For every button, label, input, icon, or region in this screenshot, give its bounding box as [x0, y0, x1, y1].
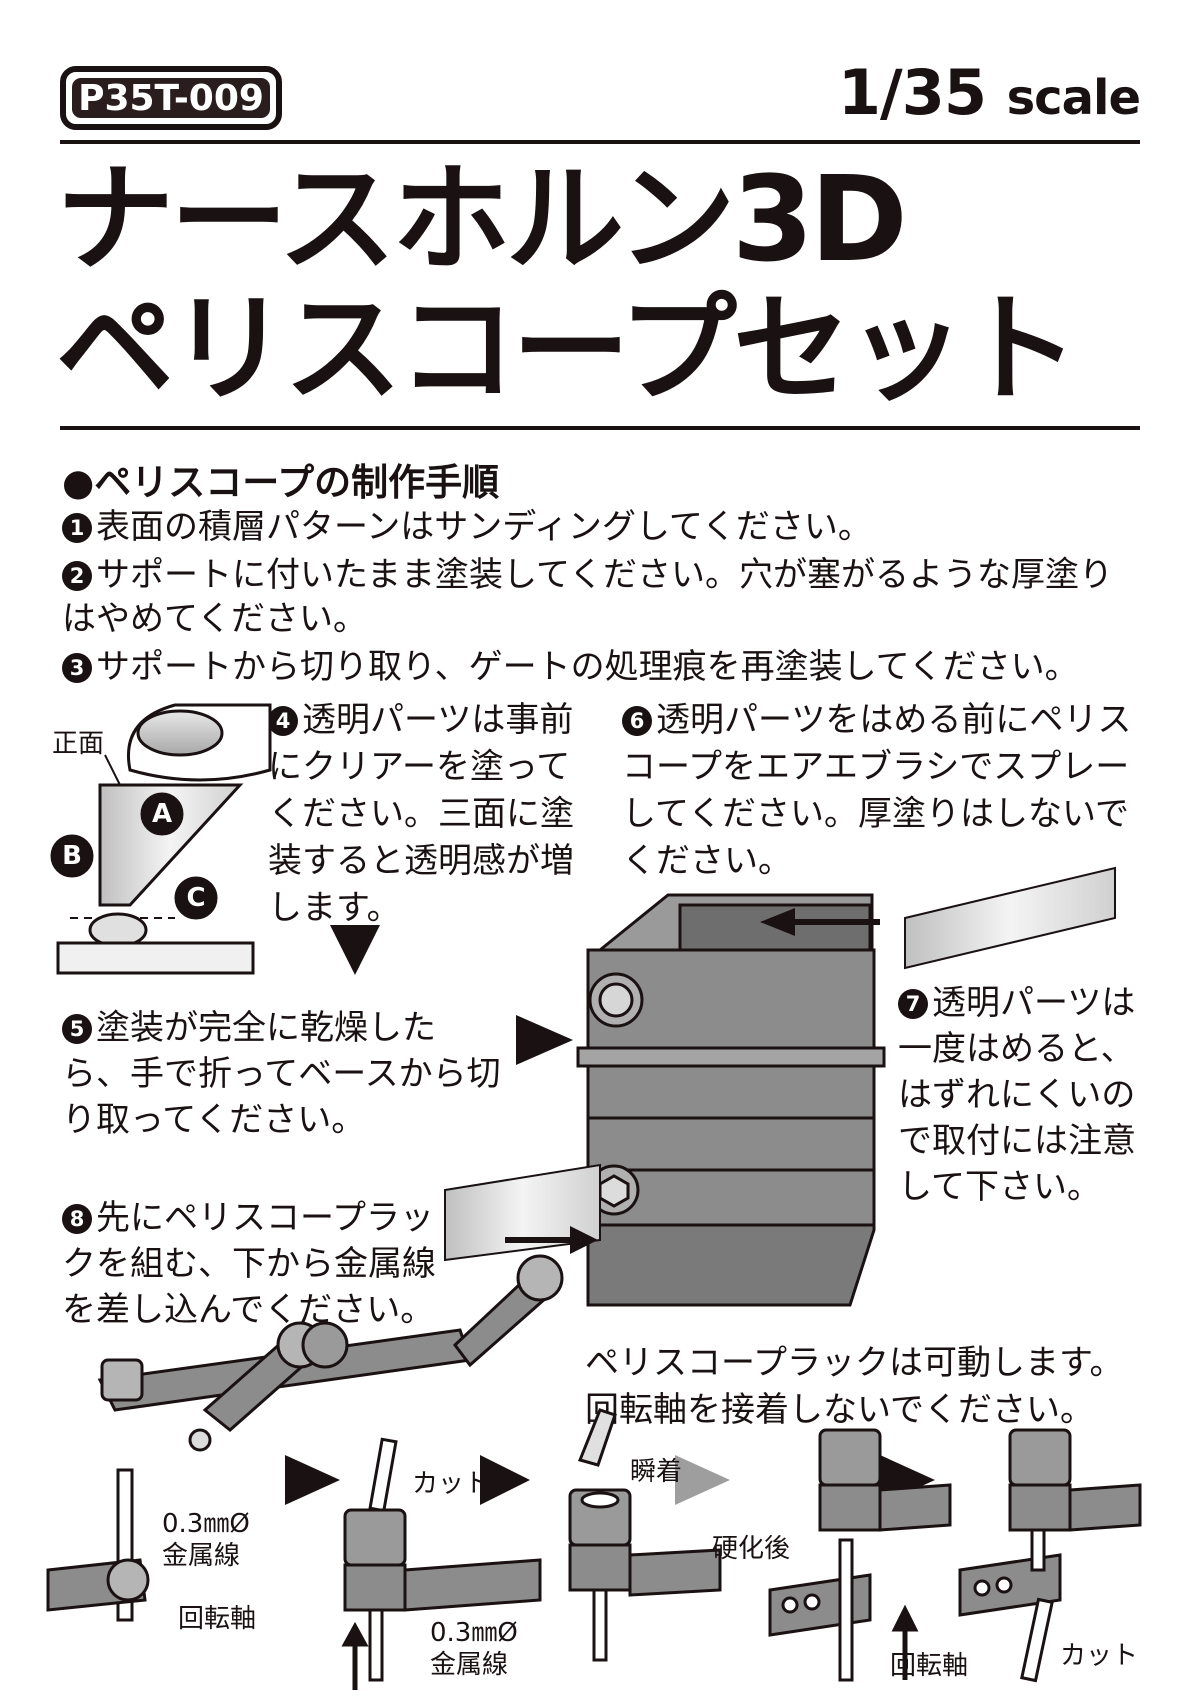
step-text: サポートから切り取り、ゲートの処理痕を再塗装してください。: [96, 647, 1079, 687]
label-wire: 金属線: [430, 1650, 509, 1680]
label-wire: 金属線: [162, 1541, 241, 1571]
right-arrow: [516, 1015, 573, 1065]
product-code: P35T-009: [72, 78, 270, 119]
label-wire-left: 0.3㎜Ø 金属線: [162, 1508, 250, 1572]
step-text: サポートに付いたまま塗装してください。穴が塞がるような厚塗りはやめてください。: [62, 555, 1113, 639]
label-face-b: B: [62, 841, 82, 871]
scale-word: scale: [1006, 70, 1141, 126]
label-glue: 瞬着: [630, 1457, 683, 1487]
step-number: 7: [898, 989, 928, 1019]
periscope-rack-diagram: [46, 1254, 564, 1622]
label-wire-size: 0.3㎜Ø: [430, 1618, 518, 1648]
step-text: 先にペリスコープラックを組む、下から金属線を差し込んでください。: [62, 1198, 436, 1330]
step-number: 5: [62, 1014, 92, 1044]
down-arrow: [330, 925, 380, 975]
step-text: 透明パーツは事前にクリアーを塗ってください。三面に塗装すると透明感が増します。: [268, 700, 574, 928]
label-front: 正面: [52, 729, 105, 759]
clear-prism-upper: [904, 866, 1116, 970]
label-face-c: C: [186, 883, 206, 913]
step-number: 4: [268, 706, 298, 736]
clear-prism-lower: [444, 1163, 601, 1262]
label-after-cure: 硬化後: [712, 1534, 791, 1564]
rack-note-line-2: 回転軸を接着しないでください。: [585, 1390, 1094, 1430]
step-text: 塗装が完全に乾燥したら、手で折ってベースから切り取ってください。: [62, 1008, 501, 1140]
label-cut-2: カット: [1060, 1641, 1139, 1671]
top-rule: [60, 140, 1140, 144]
label-axis-left: 回転軸: [178, 1604, 257, 1634]
label-face-a: A: [152, 799, 173, 829]
step-number: 2: [62, 561, 92, 591]
title-line-1: ナースホルン3D: [56, 150, 908, 288]
step-text: 透明パーツは一度はめると、はずれにくいので取付には注意して下さい。: [898, 983, 1136, 1207]
rack-note-line-1: ペリスコープラックは可動します。: [585, 1343, 1124, 1383]
title-rule: [60, 426, 1140, 430]
rack-note: ペリスコープラックは可動します。 回転軸を接着しないでください。: [585, 1340, 1145, 1434]
scale-number: 1/35: [837, 56, 987, 129]
finger-painting-diagram: [50, 703, 272, 975]
step-number: 1: [62, 513, 92, 543]
step-number: 3: [62, 653, 92, 683]
step-number: 6: [622, 706, 652, 736]
label-wire-size: 0.3㎜Ø: [162, 1509, 250, 1539]
label-axis-right: 回転軸: [890, 1651, 969, 1681]
periscope-body-diagram: [576, 893, 886, 1307]
section-heading: ●ペリスコープの制作手順: [62, 461, 500, 504]
step-text: 透明パーツをはめる前にペリスコープをエアエブラシでスプレーしてください。厚塗りは…: [622, 700, 1132, 881]
step-text: 表面の積層パターンはサンディングしてください。: [96, 507, 872, 547]
title-line-2: ペリスコープセット: [56, 280, 1079, 418]
step-number: 8: [62, 1204, 92, 1234]
scale-label: 1/35 scale: [838, 62, 1141, 126]
label-cut-1: カット: [412, 1469, 491, 1499]
product-code-badge: P35T-009: [60, 66, 282, 130]
label-wire-mid: 0.3㎜Ø 金属線: [430, 1617, 518, 1681]
